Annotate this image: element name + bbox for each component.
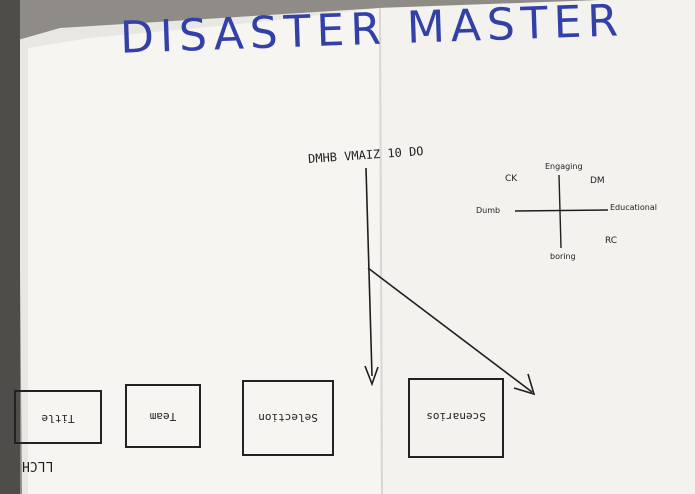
screen-box-selection: Selection	[242, 380, 334, 456]
quadrant-top-left-label: CK	[505, 174, 518, 184]
horizontal-axis	[514, 209, 609, 212]
axis-top-label: Engaging	[545, 162, 583, 171]
screen-box-team: Team	[125, 384, 201, 448]
screen-label-title: Title	[41, 412, 75, 425]
axis-bottom-label: boring	[550, 252, 576, 261]
quadrant-top-right-label: DM	[590, 176, 605, 186]
axis-left-label: Dumb	[476, 206, 501, 215]
arrow-down-line	[365, 167, 373, 377]
corner-note: LLCH	[22, 458, 54, 473]
quadrant-bottom-right-label: RC	[605, 236, 618, 246]
axis-right-label: Educational	[610, 203, 657, 212]
screen-label-scenarios: Scenarios	[426, 410, 486, 424]
arrow-diagonal-line	[367, 267, 533, 393]
screen-label-selection: Selection	[258, 410, 318, 424]
vertical-axis	[558, 174, 562, 249]
screen-label-team: Team	[149, 410, 177, 423]
screen-box-scenarios: Scenarios	[408, 378, 504, 458]
screen-box-title: Title	[14, 390, 102, 444]
